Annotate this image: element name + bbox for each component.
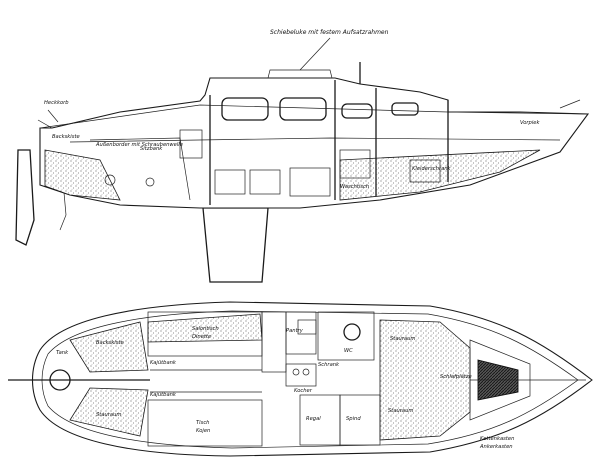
stove xyxy=(285,363,317,387)
locker-block xyxy=(409,159,441,183)
settee-block-2 xyxy=(249,169,281,195)
note-wardrobe: Kleiderschrank xyxy=(412,166,452,172)
outboard-well xyxy=(49,369,71,391)
label-bench-stbd: Kajütbank xyxy=(150,392,177,398)
side-elevation: Schiebeluke mit festem Aufsatzrahmen Hec… xyxy=(15,29,590,283)
stern-pulpit xyxy=(37,109,59,129)
label-cabinet: Schrank xyxy=(318,362,340,368)
label-storage-1: Stauraum xyxy=(390,336,415,342)
label-pantry: Pantry xyxy=(286,328,304,334)
sliding-hatch xyxy=(267,69,333,79)
hatch-label: Schiebeluke mit festem Aufsatzrahmen xyxy=(270,29,389,36)
label-bench: Kajütbank xyxy=(150,360,177,366)
label-locker-stbd: Spind xyxy=(346,416,361,422)
note-bow: Vorpiek xyxy=(520,120,540,126)
cabin-window-3 xyxy=(341,103,373,119)
leader-line xyxy=(299,37,331,71)
label-table: Salontisch xyxy=(192,326,219,332)
fitting-2 xyxy=(145,177,155,187)
hull-inner-line xyxy=(41,310,579,449)
note-basin: Waschtisch xyxy=(340,184,369,190)
label-anchor-locker: Ankerkasten xyxy=(479,444,513,450)
waterline xyxy=(69,137,561,143)
label-dinette: Dinette xyxy=(192,334,211,340)
forepeak-berth xyxy=(469,339,531,421)
cabin-window-1 xyxy=(221,97,269,121)
sheer-line xyxy=(39,104,589,129)
label-stove: Kocher xyxy=(294,388,313,394)
label-wc: WC xyxy=(344,348,353,354)
dinette-stbd xyxy=(147,399,263,447)
note-stern: Heckkorb xyxy=(44,100,69,106)
burner-1 xyxy=(292,368,300,376)
label-shelf: Regal xyxy=(306,416,321,422)
engine-block xyxy=(179,129,203,159)
label-berths-stbd: Kojen xyxy=(196,428,210,434)
label-storage-3: Stauraum xyxy=(388,408,413,414)
keel xyxy=(202,207,269,283)
note-engine: Außenborder mit Schraubenwelle xyxy=(95,142,183,148)
label-locker-port: Backskiste xyxy=(96,340,124,346)
head-compartment xyxy=(317,311,375,361)
label-storage-2: Stauraum xyxy=(96,412,121,418)
plan-view: Pantry Salontisch Dinette Kocher WC Schr… xyxy=(8,301,593,457)
label-tank: Tank xyxy=(56,350,69,356)
stern-shading xyxy=(44,149,121,201)
galley-block xyxy=(289,167,331,197)
note-bench: Sitzbank xyxy=(140,146,163,152)
locker-plan xyxy=(339,394,381,446)
cockpit-locker-port xyxy=(69,321,149,373)
cockpit-floor xyxy=(89,137,191,201)
note-locker: Backskiste xyxy=(52,134,80,140)
cabin-window-4 xyxy=(391,102,419,116)
cabin-window-2 xyxy=(279,97,327,121)
settee-block-1 xyxy=(214,169,246,195)
bow-pulpit xyxy=(559,99,581,109)
toilet-block xyxy=(339,149,371,179)
rudder xyxy=(15,149,35,246)
label-table-stbd: Tisch xyxy=(196,420,209,426)
fitting-1 xyxy=(104,174,116,186)
burner-2 xyxy=(302,368,310,376)
label-berths: Schlafplätze xyxy=(440,374,472,380)
cockpit-locker-stbd xyxy=(69,387,149,437)
toilet xyxy=(343,323,361,341)
sink xyxy=(297,319,317,335)
label-chain-locker: Kettenkasten xyxy=(480,436,514,442)
